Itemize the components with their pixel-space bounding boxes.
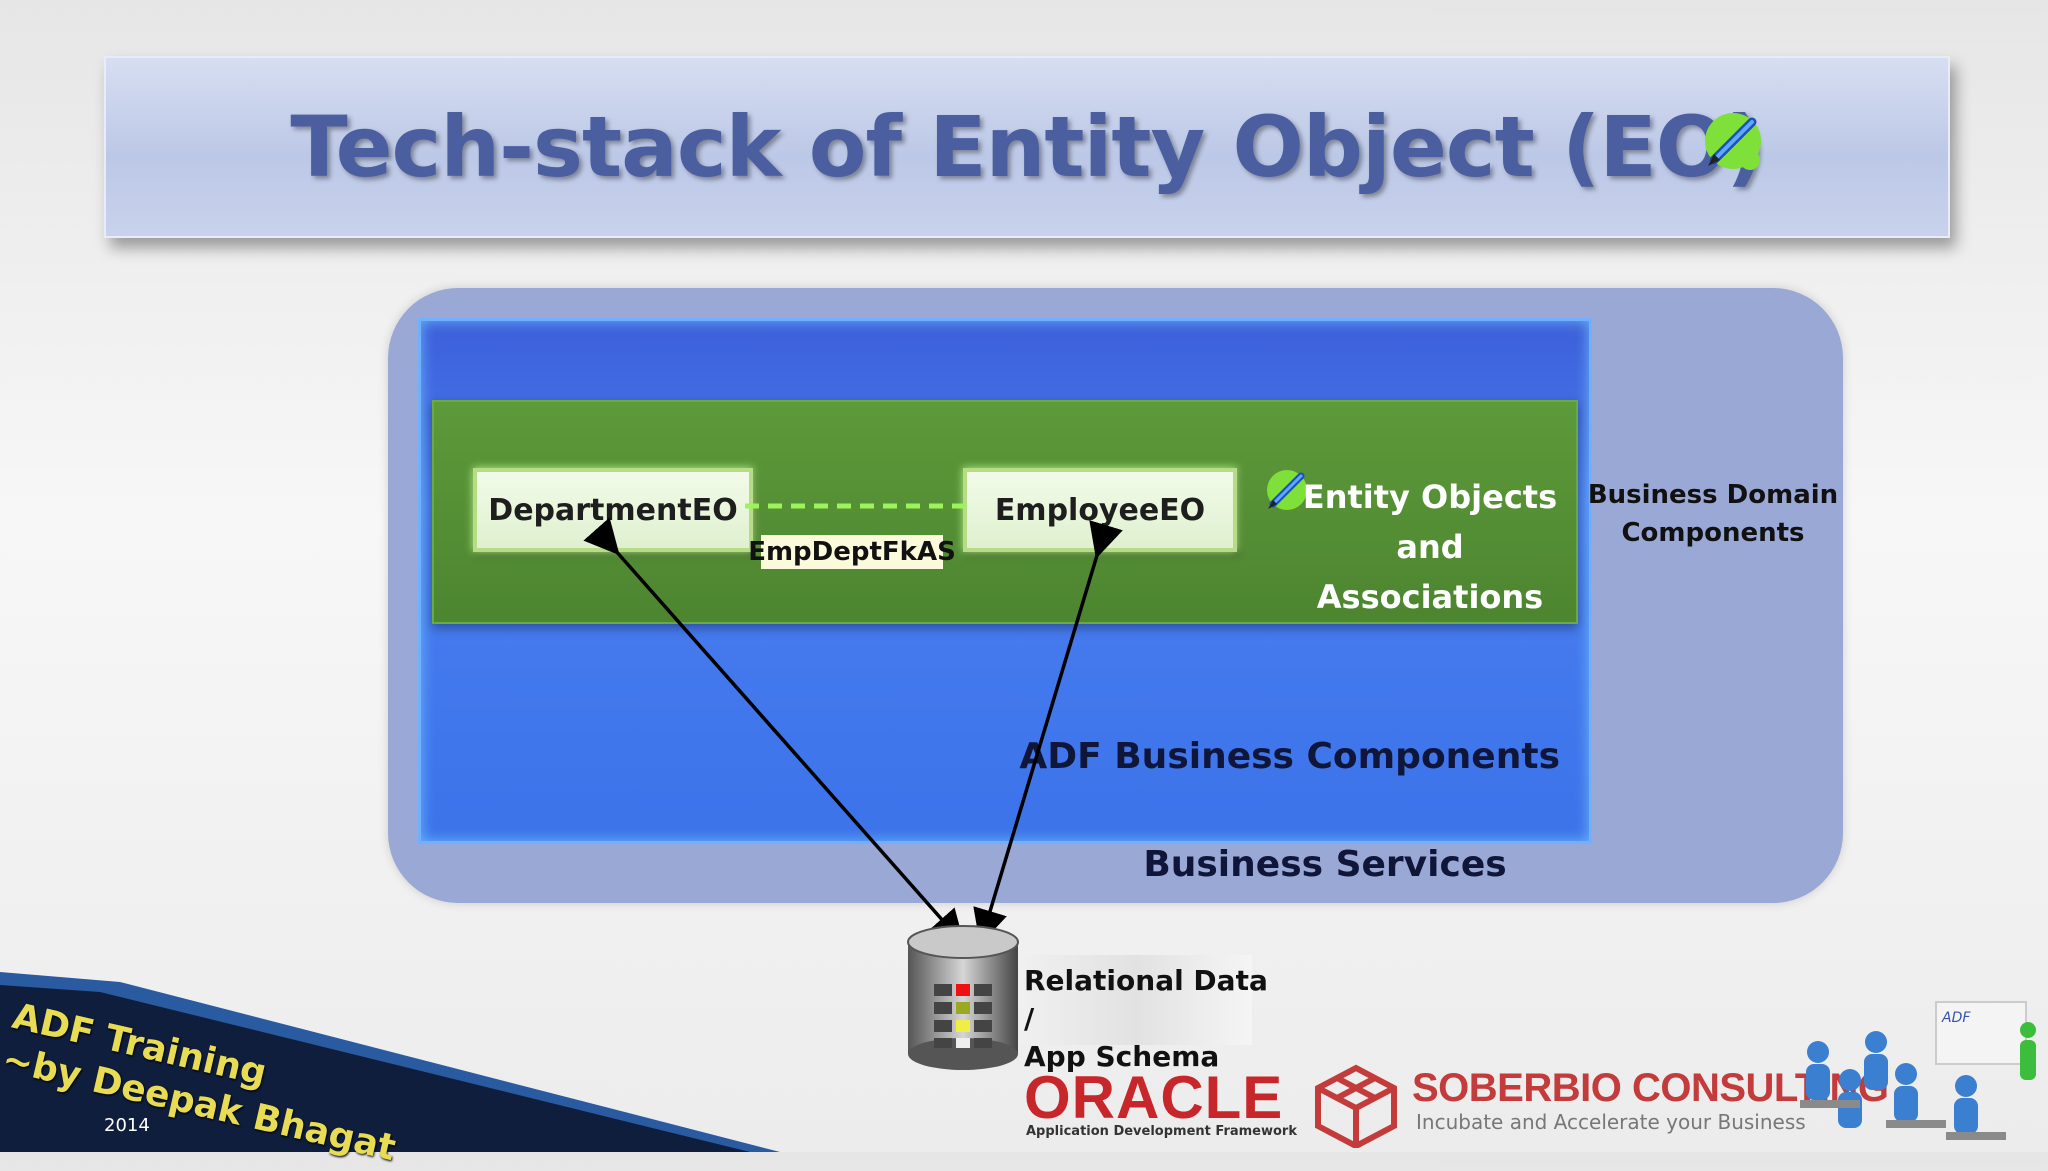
pen-icon [1700,108,1766,174]
database-icon [904,924,1022,1074]
adf-business-components-label: ADF Business Components [1000,736,1560,777]
oracle-logo: ORACLE [1024,1068,1283,1128]
title-banner: Tech-stack of Entity Object (EO) [104,56,1950,238]
training-people-icon: ADF [1796,1000,2042,1150]
cube-logo-icon [1314,1064,1398,1148]
training-label: ADF Training ~by Deepak Bhagat [0,995,410,1171]
slide-title: Tech-stack of Entity Object (EO) [106,58,1948,236]
association-connector [745,496,967,516]
oracle-subtitle: Application Development Framework [1026,1124,1297,1139]
department-eo-box: DepartmentEO [473,468,753,552]
adf-badge-text: ADF [1941,1010,1971,1026]
bdc-label-line2: Components [1580,514,1846,552]
relational-data-line1: Relational Data / [1024,962,1284,1038]
soberbio-tagline: Incubate and Accelerate your Business [1416,1110,1806,1134]
relational-data-label: Relational Data / App Schema [1024,962,1284,1076]
association-label: EmpDeptFkAS [761,535,943,569]
entity-objects-label-line1: Entity Objects [1285,472,1575,522]
year-label: 2014 [104,1115,150,1136]
entity-objects-label-line2: and Associations [1285,522,1575,622]
employee-eo-box: EmployeeEO [963,468,1237,552]
business-domain-components-label: Business Domain Components [1580,476,1846,552]
business-services-label: Business Services [1100,844,1550,885]
bdc-label-line1: Business Domain [1580,476,1846,514]
entity-objects-label: Entity Objects and Associations [1285,472,1575,622]
